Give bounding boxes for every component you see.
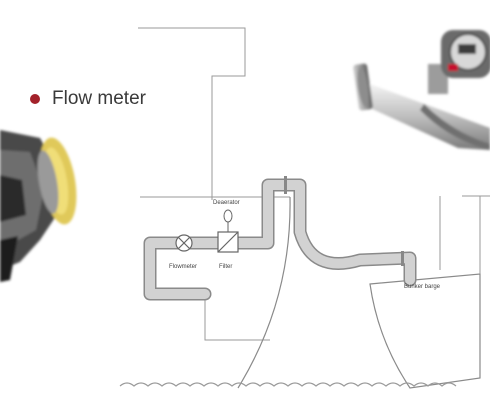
bunker-barge-hull: [369, 273, 481, 389]
label-filter: Filter: [219, 264, 233, 270]
coriolis-meter-photo-right: [353, 30, 490, 150]
legend: Flow meter: [30, 88, 146, 110]
pipe-flange-right: [401, 251, 404, 266]
label-deaerator: Deaerator: [213, 200, 240, 206]
label-bunker-barge: Bunker barge: [404, 284, 441, 290]
ship-hull-left: [237, 196, 291, 389]
pipe-flange: [284, 176, 287, 194]
legend-label: Flow meter: [52, 88, 146, 109]
flow-meter-photo-left: [0, 130, 77, 282]
gauge-icon: [223, 209, 233, 232]
water-surface: [119, 382, 457, 387]
pipeline: [143, 178, 417, 301]
valve-icon: [175, 234, 193, 252]
filter-icon: [217, 231, 239, 253]
legend-dot-icon: [30, 94, 40, 104]
label-flowmeter: Flowmeter: [169, 264, 198, 270]
